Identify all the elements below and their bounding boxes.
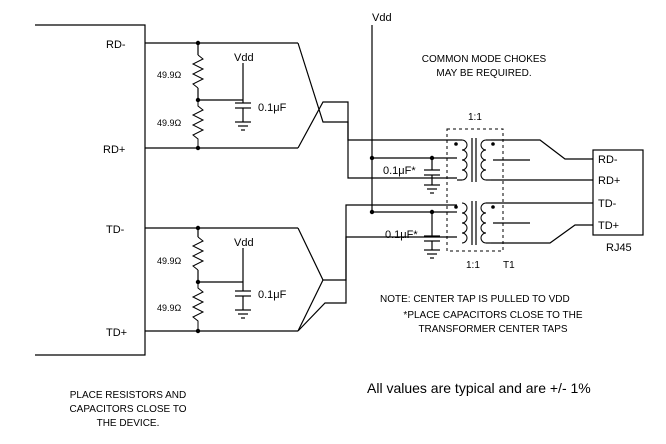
device-pin-td-plus: TD+ [106,327,127,339]
rx-resistor-top-label: 49.9Ω [157,70,182,80]
center-tap-capacitors: 0.1μF* 0.1μF* [383,155,440,259]
transformer-t1: 1:1 1:1 T1 [446,112,515,271]
main-vdd-label: Vdd [372,12,392,24]
rj45-label: RJ45 [606,242,632,254]
rx-termination-network: Vdd 49.9Ω 49.9Ω 0.1μF [157,40,287,151]
ct-cap-bottom-label: 0.1μF* [385,229,418,241]
transformer-ratio-bottom: 1:1 [466,260,480,271]
rx-cap-label: 0.1μF [258,102,287,114]
rx-resistor-top [191,54,205,89]
rx-resistor-bottom [191,100,205,148]
device-pin-wires [145,42,298,332]
tx-termination-network: Vdd 49.9Ω 49.9Ω 0.1μF [157,225,287,334]
device-note: PLACE RESISTORS AND CAPACITORS CLOSE TO … [69,390,186,429]
tx-resistor-top [191,236,205,271]
note-cap-placement-1: *PLACE CAPACITORS CLOSE TO THE [403,310,582,321]
rx-resistor-bottom-label: 49.9Ω [157,118,182,128]
device-note-line-3: THE DEVICE. [97,418,160,429]
device-note-line-1: PLACE RESISTORS AND [70,390,187,401]
center-tap-notes: NOTE: CENTER TAP IS PULLED TO VDD *PLACE… [380,294,583,335]
transformer-outline [446,128,504,252]
device-pin-td-minus: TD- [106,224,125,236]
transformer-ratio-top: 1:1 [468,112,482,123]
transformer-designator: T1 [503,260,515,271]
choke-note: COMMON MODE CHOKES MAY BE REQUIRED. [422,54,547,79]
line-side-wiring [491,139,593,244]
transformer-rx [454,138,495,182]
device-block: RD- RD+ TD- TD+ [35,24,146,356]
tx-vdd-label: Vdd [234,237,254,249]
tx-resistor-bottom [191,282,205,331]
rx-vdd-label: Vdd [234,52,254,64]
footer-tolerance-note: All values are typical and are +/- 1% [367,380,591,396]
ct-cap-top-label: 0.1μF* [383,165,416,177]
note-cap-placement-2: TRANSFORMER CENTER TAPS [418,324,567,335]
choke-note-line-2: MAY BE REQUIRED. [436,68,531,79]
device-pin-rd-minus: RD- [106,39,126,51]
device-pin-rd-plus: RD+ [103,144,125,156]
note-center-tap: NOTE: CENTER TAP IS PULLED TO VDD [380,294,570,305]
tx-resistor-top-label: 49.9Ω [157,256,182,266]
tx-cap-label: 0.1μF [258,289,287,301]
signal-routing: Vdd [297,12,457,332]
choke-note-line-1: COMMON MODE CHOKES [422,54,547,65]
rj45-pin-td-minus: TD- [598,198,617,210]
rj45-pin-rd-minus: RD- [598,154,618,166]
device-note-line-2: CAPACITORS CLOSE TO [69,404,186,415]
transformer-tx [449,201,495,245]
rj45-pin-td-plus: TD+ [598,220,619,232]
rj45-connector: RD- RD+ TD- TD+ RJ45 [592,149,644,254]
tx-resistor-bottom-label: 49.9Ω [157,303,182,313]
rj45-pin-rd-plus: RD+ [598,175,620,187]
